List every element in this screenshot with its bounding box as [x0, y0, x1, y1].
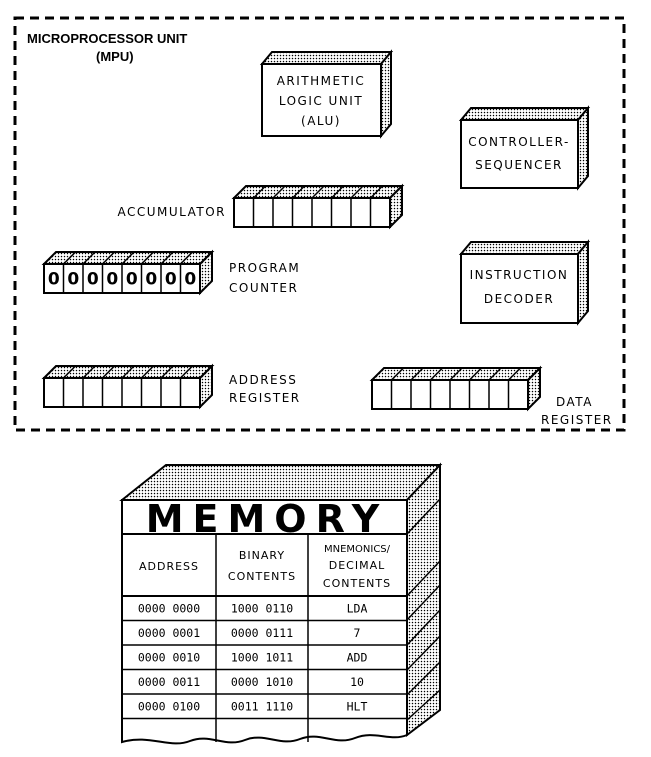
memory-cell-mnemonic: 7 — [354, 626, 361, 640]
program-counter-label: PROGRAM — [229, 261, 300, 275]
data-register-label: DATA — [556, 395, 593, 409]
program-counter-label-2: COUNTER — [229, 281, 298, 295]
data-register — [369, 365, 543, 412]
memory-header-contents: CONTENTS — [323, 577, 391, 590]
memory-cell-address: 0000 0001 — [138, 626, 200, 640]
register-bit: 0 — [145, 270, 157, 290]
accumulator-label: ACCUMULATOR — [117, 205, 226, 219]
register-bit: 0 — [67, 270, 79, 290]
instruction-decoder-box: INSTRUCTION DECODER — [458, 239, 591, 326]
controller-sequencer-box: CONTROLLER- SEQUENCER — [458, 105, 591, 191]
address-register-label: ADDRESS — [229, 373, 297, 387]
memory-cell-mnemonic: HLT — [347, 699, 368, 713]
svg-text:INSTRUCTION: INSTRUCTION — [470, 268, 569, 282]
svg-text:ARITHMETIC: ARITHMETIC — [277, 74, 366, 88]
register-bit: 0 — [106, 270, 118, 290]
memory-row: 0000 0100 0011 1110 HLT — [122, 693, 407, 713]
mpu-title-abbrev: (MPU) — [96, 49, 134, 64]
alu-box: ARITHMETIC LOGIC UNIT (ALU) — [259, 49, 394, 139]
memory-block: MEMORY ADDRESS BINARY CONTENTS MNEMONICS… — [119, 462, 443, 745]
address-register — [41, 363, 215, 410]
memory-cell-binary: 1000 0110 — [231, 601, 293, 615]
memory-cell-address: 0000 0011 — [138, 675, 200, 689]
memory-header-mnemonics: MNEMONICS/ — [324, 544, 391, 555]
svg-text:SEQUENCER: SEQUENCER — [475, 158, 563, 172]
memory-cell-binary: 0011 1110 — [231, 699, 293, 713]
svg-text:LOGIC UNIT: LOGIC UNIT — [279, 94, 363, 108]
memory-cell-address: 0000 0010 — [138, 650, 200, 664]
memory-cell-binary: 1000 1011 — [231, 650, 293, 664]
memory-cell-address: 0000 0100 — [138, 699, 200, 713]
register-bit: 0 — [48, 270, 60, 290]
svg-text:DECODER: DECODER — [484, 292, 554, 306]
memory-cell-mnemonic: ADD — [347, 650, 368, 664]
memory-header-binary: BINARY — [239, 549, 285, 562]
register-bit: 0 — [184, 270, 196, 290]
memory-cell-mnemonic: LDA — [347, 601, 368, 615]
register-bit: 0 — [126, 270, 138, 290]
address-register-label-2: REGISTER — [229, 391, 301, 405]
mpu-boundary — [13, 16, 626, 432]
memory-row: 0000 0010 1000 1011 ADD — [122, 644, 407, 664]
memory-header-binary-2: CONTENTS — [228, 570, 296, 583]
accumulator-register — [231, 183, 405, 230]
memory-row: 0000 0000 1000 0110 LDA — [138, 601, 368, 615]
memory-cell-binary: 0000 0111 — [231, 626, 293, 640]
memory-header-decimal: DECIMAL — [329, 559, 386, 572]
memory-cell-binary: 0000 1010 — [231, 675, 293, 689]
mpu-title: MICROPROCESSOR UNIT — [27, 31, 187, 46]
memory-header-address: ADDRESS — [139, 560, 199, 573]
data-register-label-2: REGISTER — [541, 413, 613, 427]
memory-cell-address: 0000 0000 — [138, 601, 200, 615]
memory-row: 0000 0011 0000 1010 10 — [122, 668, 407, 689]
register-bit: 0 — [87, 270, 99, 290]
memory-row: 0000 0001 0000 0111 7 — [122, 619, 407, 640]
svg-text:(ALU): (ALU) — [301, 114, 341, 128]
svg-text:CONTROLLER-: CONTROLLER- — [468, 135, 570, 149]
register-bit: 0 — [165, 270, 177, 290]
memory-cell-mnemonic: 10 — [350, 675, 364, 689]
